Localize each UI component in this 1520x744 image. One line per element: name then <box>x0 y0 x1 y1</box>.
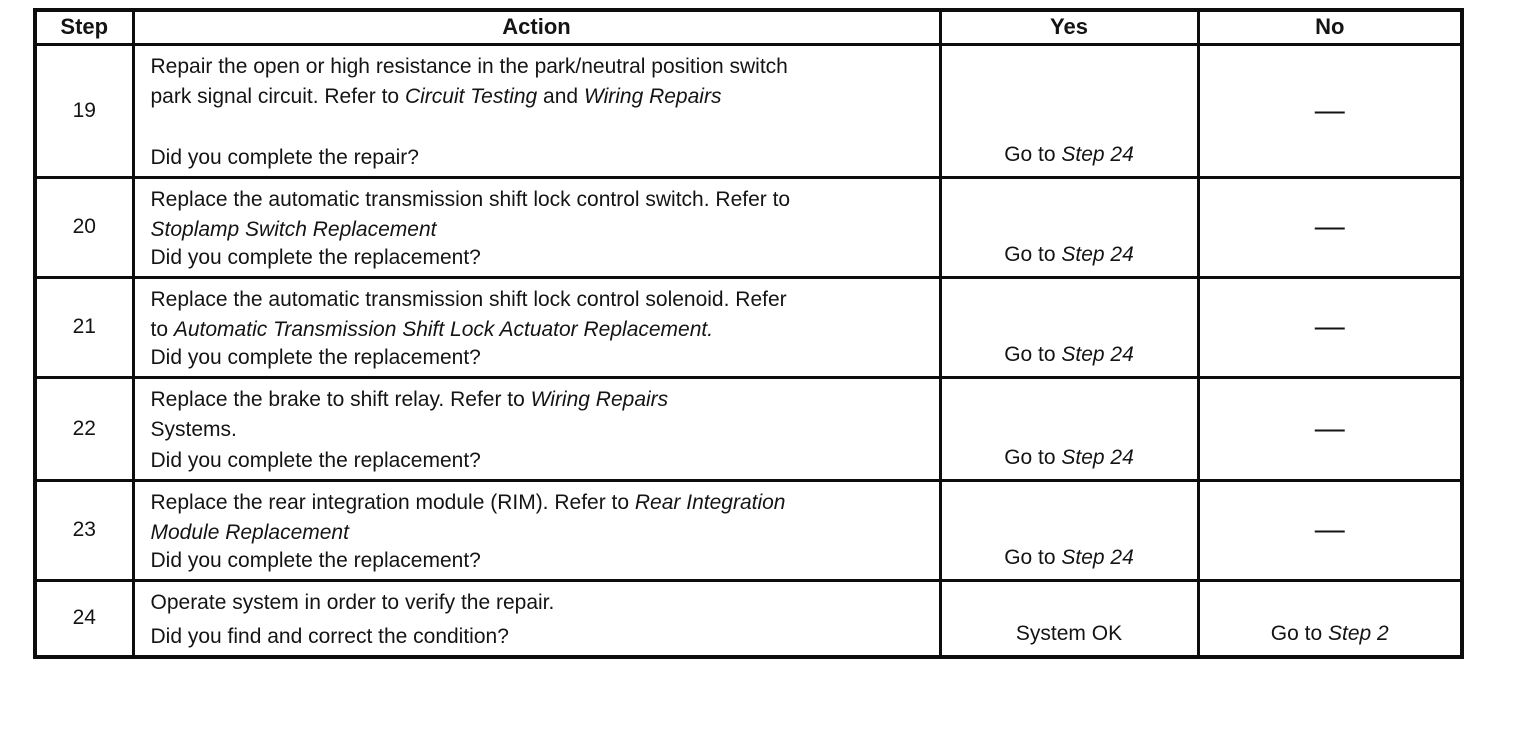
plain-text: to <box>150 317 174 341</box>
plain-text: Replace the automatic transmission shift… <box>150 287 787 311</box>
plain-text: Go to <box>1004 445 1062 469</box>
plain-text: Go to <box>1004 142 1062 166</box>
plain-text: park signal circuit. Refer to <box>150 84 405 108</box>
reference-text: Module Replacement <box>150 520 349 544</box>
yes-cell: Go to Step 24 <box>938 478 1200 582</box>
reference-text: Step 24 <box>1061 242 1134 266</box>
plain-text: Go to <box>1004 545 1062 569</box>
no-cell: — <box>1196 375 1464 482</box>
no-cell: — <box>1196 42 1464 179</box>
header-row: Step Action Yes No <box>33 8 1464 46</box>
plain-text: — <box>1314 93 1345 127</box>
plain-text: Go to <box>1270 622 1328 645</box>
action-cell: Replace the rear integration module (RIM… <box>131 478 942 582</box>
reference-text: Stoplamp Switch Replacement <box>150 217 437 241</box>
action-question: Did you complete the replacement? <box>150 345 481 369</box>
reference-text: Step 2 <box>1327 622 1389 645</box>
step-cell: 21 <box>33 275 135 379</box>
table-row: 19 Repair the open or high resistance in … <box>33 42 1464 179</box>
table-header: Step Action Yes No <box>33 8 1464 46</box>
plain-text: — <box>1314 210 1345 243</box>
step-cell: 19 <box>33 42 135 179</box>
action-description: Replace the brake to shift relay. Refer … <box>135 379 939 445</box>
step-cell: 20 <box>33 175 135 279</box>
column-header-step: Step <box>33 8 135 46</box>
step-cell: 24 <box>33 578 135 659</box>
diagnostic-table: Step Action Yes No 19 Repair the open or … <box>33 8 1464 659</box>
reference-text: Step 24 <box>1061 342 1134 366</box>
action-cell: Replace the automatic transmission shift… <box>131 175 942 279</box>
plain-text: and <box>537 84 584 108</box>
plain-text: — <box>1314 310 1345 343</box>
reference-text: Step 24 <box>1061 142 1134 166</box>
reference-text: Circuit Testing <box>404 84 538 108</box>
action-description: Replace the automatic transmission shift… <box>135 279 939 345</box>
action-description: Replace the rear integration module (RIM… <box>135 482 939 548</box>
plain-text: Go to <box>1004 342 1062 366</box>
column-header-no: No <box>1196 8 1464 46</box>
table-body: 19 Repair the open or high resistance in … <box>33 42 1464 659</box>
action-question: Did you complete the replacement? <box>150 245 481 269</box>
plain-text: Replace the rear integration module (RIM… <box>150 490 635 514</box>
reference-text: Step 24 <box>1061 545 1134 569</box>
column-header-action: Action <box>131 8 942 46</box>
plain-text: Operate system in order to verify the re… <box>150 590 555 614</box>
table-row: 24 Operate system in order to verify the … <box>33 578 1464 659</box>
plain-text: Repair the open or high resistance in th… <box>150 54 788 78</box>
no-cell: Go to Step 2 <box>1196 578 1464 659</box>
yes-cell: Go to Step 24 <box>938 375 1200 482</box>
action-description: Replace the automatic transmission shift… <box>135 179 939 245</box>
table-row: 21 Replace the automatic transmission shi… <box>33 275 1464 379</box>
reference-text: Automatic Transmission Shift Lock Actuat… <box>173 317 714 341</box>
step-cell: 23 <box>33 478 135 582</box>
action-cell: Replace the automatic transmission shift… <box>131 275 942 379</box>
table-row: 20 Replace the automatic transmission shi… <box>33 175 1464 279</box>
plain-text: — <box>1314 411 1345 445</box>
yes-cell: Go to Step 24 <box>938 175 1200 279</box>
action-question: Did you complete the repair? <box>150 145 419 169</box>
yes-cell: Go to Step 24 <box>938 42 1200 179</box>
action-cell: Repair the open or high resistance in th… <box>131 42 942 179</box>
action-description: Operate system in order to verify the re… <box>135 582 939 618</box>
action-question: Did you complete the replacement? <box>150 548 481 572</box>
plain-text: Go to <box>1004 242 1062 266</box>
action-description: Repair the open or high resistance in th… <box>135 46 939 112</box>
action-question: Did you find and correct the condition? <box>150 625 509 648</box>
yes-cell: System OK <box>938 578 1200 659</box>
step-cell: 22 <box>33 375 135 482</box>
no-cell: — <box>1196 478 1464 582</box>
no-cell: — <box>1196 275 1464 379</box>
reference-text: Step 24 <box>1061 445 1134 469</box>
plain-text: — <box>1314 513 1345 546</box>
action-cell: Operate system in order to verify the re… <box>131 578 942 659</box>
action-question: Did you complete the replacement? <box>150 448 481 472</box>
no-cell: — <box>1196 175 1464 279</box>
plain-text: System OK <box>1015 622 1123 645</box>
table-row: 23 Replace the rear integration module (R… <box>33 478 1464 582</box>
reference-text: Wiring Repairs <box>583 84 722 108</box>
table-row: 22 Replace the brake to shift relay. Refe… <box>33 375 1464 482</box>
plain-text: Replace the brake to shift relay. Refer … <box>150 387 531 411</box>
plain-text: Systems. <box>150 417 237 441</box>
yes-cell: Go to Step 24 <box>938 275 1200 379</box>
reference-text: Rear Integration <box>634 490 786 514</box>
column-header-yes: Yes <box>938 8 1200 46</box>
action-cell: Replace the brake to shift relay. Refer … <box>131 375 942 482</box>
plain-text: Replace the automatic transmission shift… <box>150 187 791 211</box>
reference-text: Wiring Repairs <box>530 387 669 411</box>
